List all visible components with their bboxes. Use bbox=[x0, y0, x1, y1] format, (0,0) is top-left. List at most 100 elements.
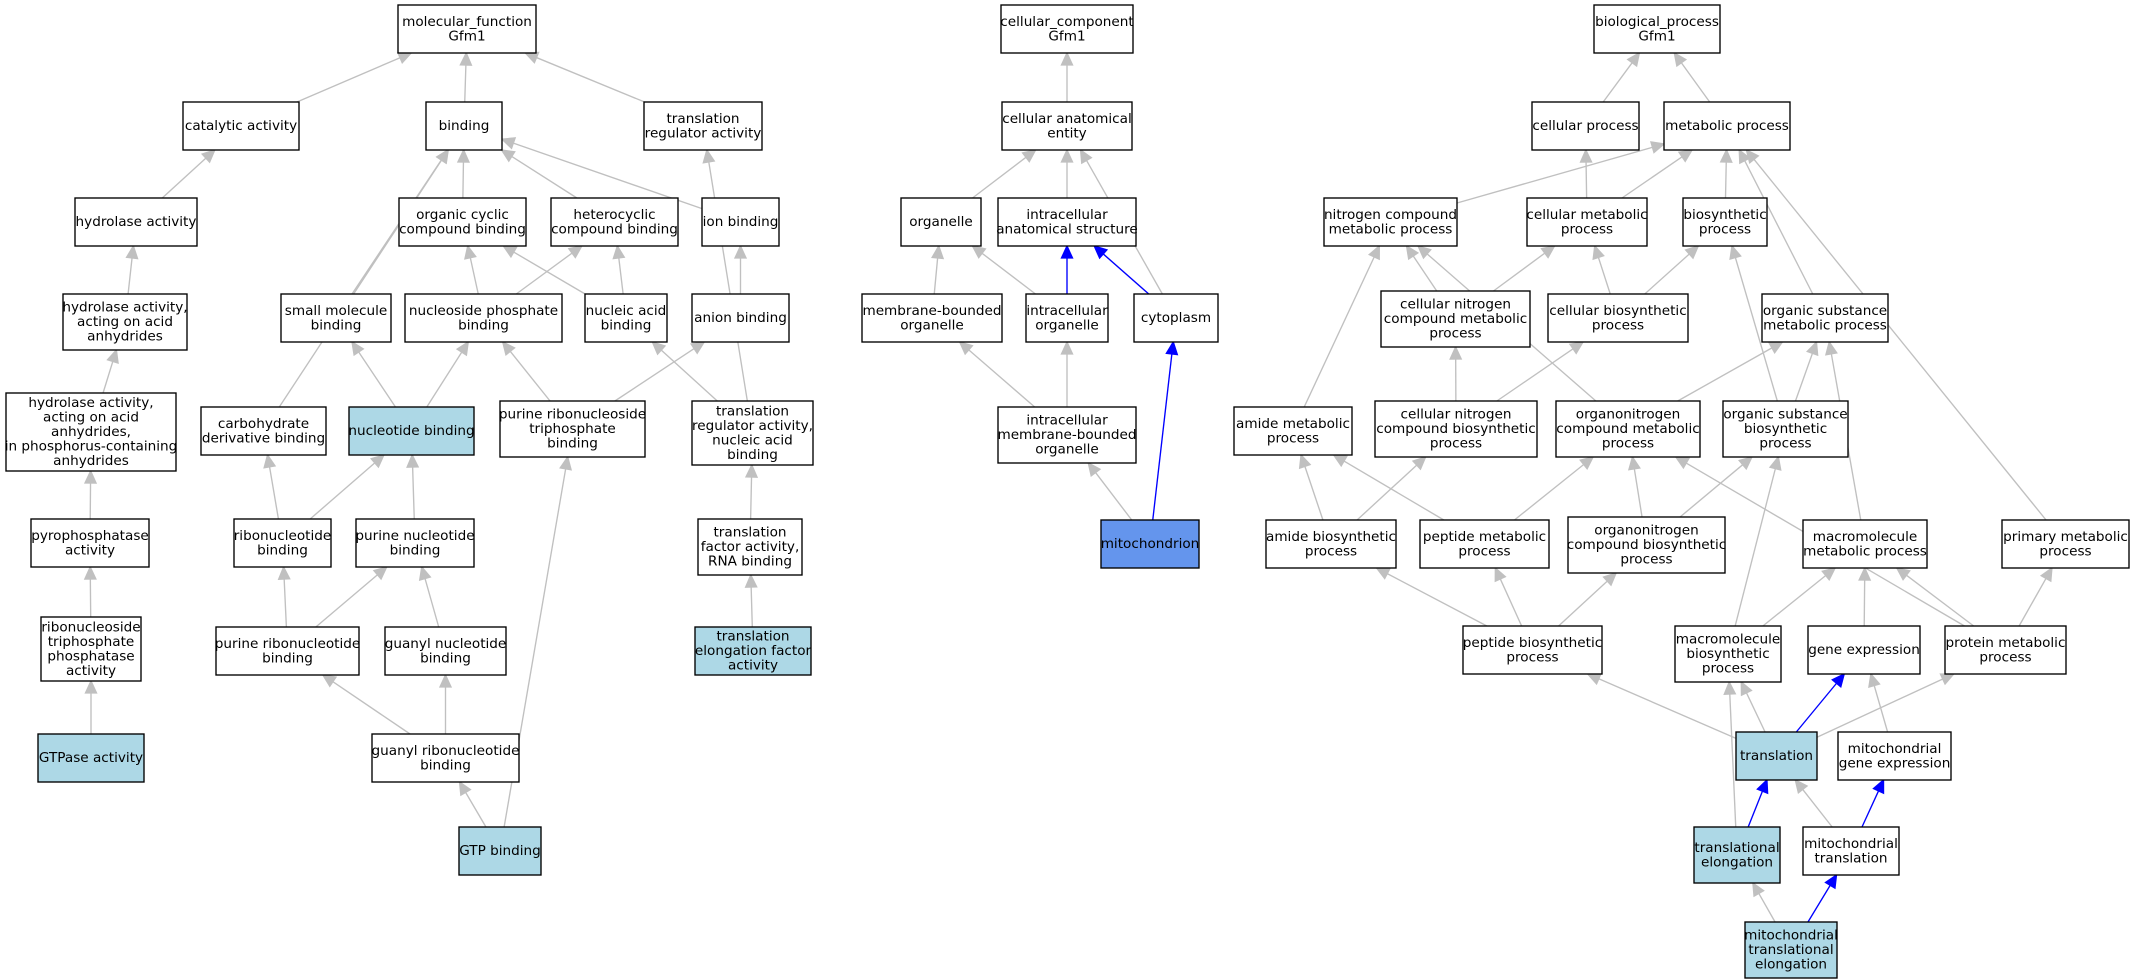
edge-arrowhead bbox=[1060, 244, 1074, 259]
edge-arrowhead bbox=[106, 348, 119, 365]
edge-arrowhead bbox=[501, 340, 516, 356]
node-box bbox=[1761, 293, 1889, 343]
edge-arrowhead bbox=[971, 245, 987, 259]
node-box bbox=[1567, 516, 1726, 574]
node-label-line: triphosphate bbox=[48, 634, 135, 650]
node-label-line: binding bbox=[311, 317, 362, 333]
edge-arrowhead bbox=[1579, 455, 1595, 471]
edge-line bbox=[332, 681, 411, 735]
edge-line bbox=[1496, 348, 1574, 402]
edge-line bbox=[1598, 678, 1737, 740]
node-label-line: organic substance bbox=[1723, 407, 1847, 423]
node-label-line: biosynthetic bbox=[1683, 207, 1766, 223]
edge-arrowhead bbox=[1568, 341, 1585, 355]
node-ionb: ion binding bbox=[701, 197, 780, 247]
node-label-line: cytoplasm bbox=[1141, 310, 1211, 326]
edge-arrowhead bbox=[501, 245, 518, 259]
edge-line bbox=[1794, 353, 1814, 402]
node-label-line: GTP binding bbox=[459, 843, 541, 859]
edge-arrowhead bbox=[559, 455, 573, 471]
edge-pmp-to-amp bbox=[1332, 454, 1445, 521]
node-label-line: nucleotide binding bbox=[348, 423, 474, 439]
edge-catalytic-to-mf bbox=[296, 51, 413, 103]
node-label-line: gene expression bbox=[1839, 755, 1951, 771]
node-label-line: triphosphate bbox=[529, 421, 616, 437]
edge-pbp-to-oncbp bbox=[1558, 571, 1618, 627]
edge-line bbox=[358, 351, 397, 408]
node-mp: metabolic process bbox=[1663, 101, 1791, 151]
edge-arrowhead bbox=[1021, 149, 1037, 163]
node-label-line: peptide biosynthetic bbox=[1463, 635, 1602, 651]
node-label-line: compound metabolic bbox=[1556, 421, 1699, 437]
edges-layer bbox=[83, 51, 2053, 923]
node-hydrolase: hydrolase activity bbox=[74, 197, 198, 247]
edge-line bbox=[1762, 574, 1827, 627]
node-label-line: process bbox=[1506, 649, 1558, 665]
node-label-line: metabolic process bbox=[1665, 118, 1789, 134]
node-label-line: process bbox=[1979, 649, 2031, 665]
node-label-line: purine ribonucleoside bbox=[499, 407, 646, 423]
node-label-line: biosynthetic bbox=[1686, 646, 1769, 662]
edge-line bbox=[660, 349, 718, 402]
node-label-line: RNA binding bbox=[708, 554, 792, 570]
edge-hcb-to-binding bbox=[500, 149, 578, 199]
node-box bbox=[1462, 625, 1603, 675]
edge-arrowhead bbox=[1738, 148, 1751, 165]
edge-tfrna-to-trnab bbox=[744, 463, 759, 520]
edge-line bbox=[1807, 884, 1831, 923]
node-label-line: small molecule bbox=[285, 303, 387, 319]
edge-arrowhead bbox=[372, 565, 388, 581]
node-box bbox=[643, 101, 763, 151]
edge-arrowhead bbox=[125, 244, 139, 260]
node-label-line: protein metabolic bbox=[1946, 635, 2066, 651]
edge-arrowhead bbox=[1060, 148, 1074, 163]
edge-mtel-to-mt bbox=[1807, 873, 1838, 923]
edge-arrowhead bbox=[418, 565, 432, 581]
node-label-line: purine nucleotide bbox=[355, 528, 474, 544]
node-label-line: entity bbox=[1047, 125, 1086, 141]
node-box bbox=[550, 197, 679, 247]
node-box bbox=[1419, 519, 1550, 569]
node-box bbox=[30, 518, 150, 568]
edge-arrowhead bbox=[958, 340, 974, 356]
edge-hydrolase-to-catalytic bbox=[161, 148, 216, 199]
node-label-line: peptide metabolic bbox=[1423, 529, 1546, 545]
edge-line bbox=[1102, 253, 1150, 295]
node-box bbox=[2001, 519, 2130, 569]
node-label-line: process bbox=[1592, 317, 1644, 333]
node-label-line: gene expression bbox=[1808, 642, 1920, 658]
edge-line bbox=[1680, 62, 1711, 103]
edge-arrowhead bbox=[1650, 141, 1666, 154]
node-label-line: Gfm1 bbox=[1048, 28, 1085, 44]
node-label-line: amide metabolic bbox=[1236, 416, 1350, 432]
node-label-line: ribonucleoside bbox=[41, 619, 140, 635]
node-box bbox=[1837, 731, 1952, 781]
edge-arrowhead bbox=[83, 565, 97, 580]
edge-arrowhead bbox=[1087, 461, 1102, 478]
node-label-line: catalytic activity bbox=[185, 118, 297, 134]
edge-cncmp-to-cmp bbox=[1493, 245, 1556, 292]
node-label-line: acting on acid bbox=[77, 314, 173, 330]
edge-ribonb-to-cdb bbox=[263, 453, 280, 520]
node-label-line: carbohydrate bbox=[218, 416, 309, 432]
edge-line bbox=[1514, 463, 1585, 521]
edge-purnb-to-nucb bbox=[406, 453, 420, 520]
node-label-line: activity bbox=[728, 658, 778, 674]
edge-transl-to-pbp bbox=[1586, 673, 1737, 740]
edge-line bbox=[513, 251, 586, 295]
edge-line bbox=[1795, 682, 1838, 733]
edge-line bbox=[161, 157, 207, 199]
edge-line bbox=[127, 257, 133, 295]
edge-arrowhead bbox=[438, 673, 453, 688]
node-box bbox=[1380, 290, 1531, 348]
edge-arrowhead bbox=[1579, 148, 1593, 163]
edge-mge-to-ge bbox=[1868, 672, 1889, 733]
node-box bbox=[1735, 731, 1818, 781]
